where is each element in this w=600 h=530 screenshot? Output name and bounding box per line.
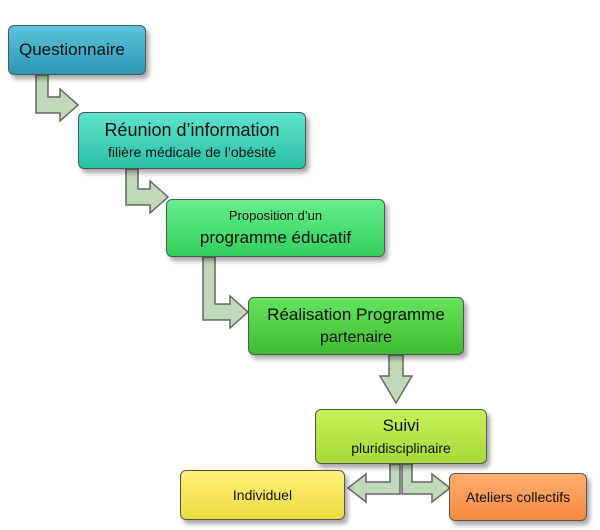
- arrow-proposition-to-realisation: [202, 256, 250, 330]
- step-questionnaire: Questionnaire: [8, 25, 146, 75]
- step-suivi-line2: pluridisciplinaire: [351, 439, 451, 456]
- arrow-suivi-to-individuel: [346, 463, 401, 504]
- step-proposition-line2: programme éducatif: [199, 227, 352, 247]
- step-individuel: Individuel: [180, 470, 345, 520]
- step-ateliers-collectifs: Ateliers collectifs: [449, 473, 587, 521]
- step-realisation-line1: Réalisation Programme: [267, 304, 445, 324]
- step-reunion-title: Réunion d’information: [104, 119, 280, 140]
- step-individuel-label: Individuel: [232, 486, 293, 503]
- step-proposition-line1: Proposition d’un: [228, 208, 323, 223]
- step-realisation-programme: Réalisation Programme partenaire: [248, 297, 464, 355]
- arrow-reunion-to-proposition: [125, 168, 170, 215]
- step-suivi-line1: Suivi: [382, 416, 420, 436]
- arrow-realisation-to-suivi: [378, 354, 414, 405]
- step-suivi-pluridisciplinaire: Suivi pluridisciplinaire: [315, 409, 487, 464]
- step-ateliers-label: Ateliers collectifs: [465, 488, 571, 505]
- step-proposition-programme: Proposition d’un programme éducatif: [166, 199, 385, 257]
- step-reunion-information: Réunion d’information filière médicale d…: [78, 112, 306, 169]
- step-reunion-subtitle: filière médicale de l’obésité: [107, 144, 277, 161]
- step-realisation-line2: partenaire: [319, 329, 393, 347]
- step-questionnaire-label: Questionnaire: [19, 39, 125, 59]
- arrow-questionnaire-to-reunion: [35, 74, 80, 123]
- arrow-suivi-to-ateliers: [401, 463, 452, 504]
